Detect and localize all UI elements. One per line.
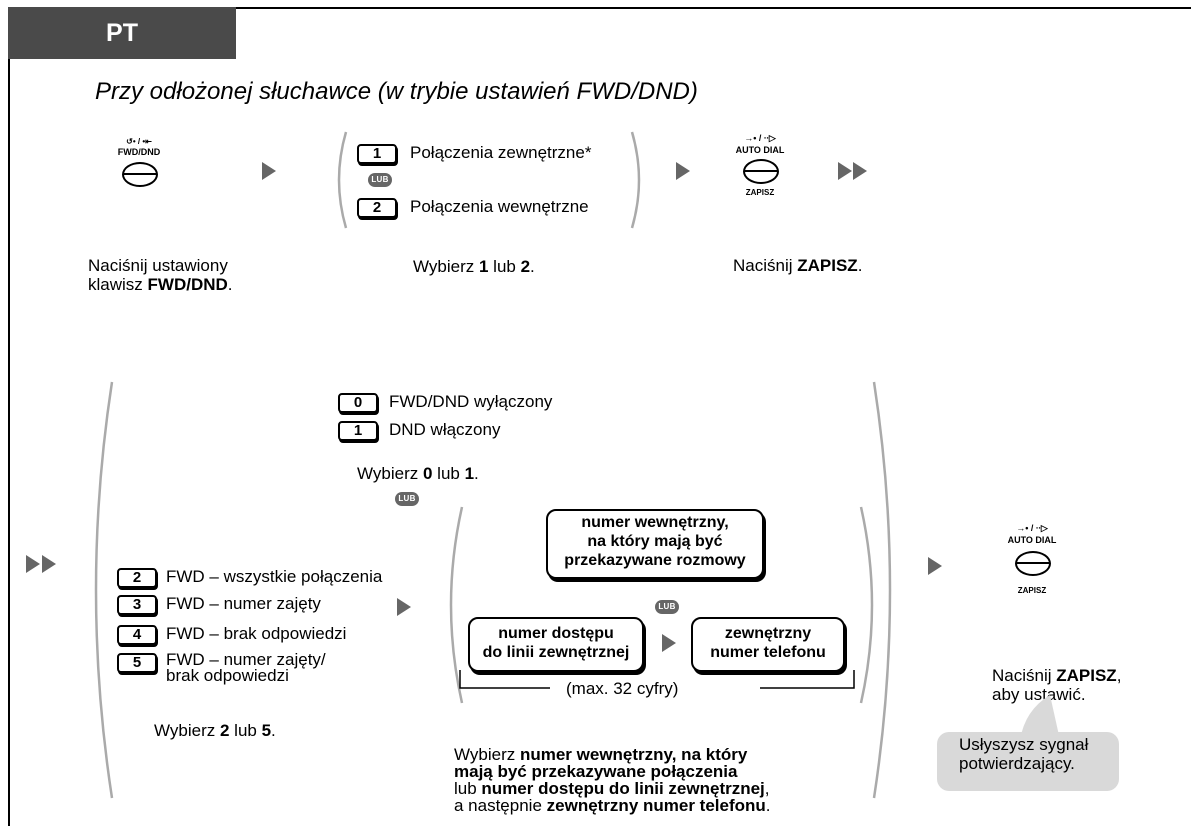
arrow-right-icon: [676, 162, 690, 180]
arrow-right-icon: [853, 162, 867, 180]
fwd-caption: Naciśnij ustawiony klawisz FWD/DND.: [88, 256, 233, 294]
frame-top-border: [8, 7, 1191, 9]
inner-right-parenthesis: [859, 506, 874, 704]
key-3[interactable]: 3: [117, 595, 157, 615]
option-fwd-all: FWD – wszystkie połączenia: [166, 567, 383, 586]
arrow-right-icon: [662, 634, 676, 652]
fwd-caption: Wybierz 2 lub 5.: [154, 721, 276, 740]
arrow-right-icon: [928, 557, 942, 575]
option-dnd-on: DND włączony: [389, 420, 501, 439]
right-parenthesis: [630, 131, 641, 229]
pt-tab: PT: [8, 7, 236, 59]
key-1[interactable]: 1: [338, 421, 378, 441]
big-left-parenthesis: [94, 381, 114, 799]
round-key-icon: [743, 159, 779, 184]
auto-dial-label: AUTO DIAL: [1007, 535, 1057, 545]
max-digits-bracket: [459, 670, 855, 689]
press-caption: Naciśnij ZAPISZ.: [733, 256, 863, 275]
frame-left-border: [8, 7, 10, 826]
round-key-icon: [122, 162, 158, 187]
option-fwd-busy: FWD – numer zajęty: [166, 594, 321, 613]
key-2[interactable]: 2: [357, 198, 397, 218]
select-caption: Wybierz 1 lub 2.: [413, 257, 535, 276]
zapisz-label: ZAPISZ: [745, 188, 775, 197]
zapisz-label: ZAPISZ: [1017, 586, 1047, 595]
option-fwd-busy-no-answer: FWD – numer zajęty/ brak odpowiedzi: [166, 650, 326, 685]
fwd-dnd-button-label: FWD/DND: [117, 147, 161, 157]
arrow-right-icon: [397, 598, 411, 616]
auto-dial-button[interactable]: →• / ∙∙▷ AUTO DIAL ZAPISZ: [1000, 523, 1080, 598]
key-4[interactable]: 4: [117, 625, 157, 645]
option-external-label: Połączenia zewnętrzne*: [410, 143, 592, 162]
fwd-dnd-icon: ↺• / •⇤: [126, 137, 152, 146]
key-0[interactable]: 0: [338, 393, 378, 413]
inner-left-parenthesis: [449, 506, 464, 704]
key-5[interactable]: 5: [117, 653, 157, 673]
max-digits-label: (max. 32 cyfry): [566, 679, 679, 698]
page-title: Przy odłożonej słuchawce (w trybie ustaw…: [95, 78, 698, 105]
lub-badge: LUB: [395, 492, 419, 506]
confirmation-tone-bubble: Usłyszysz sygnał potwierdzający.: [937, 732, 1119, 791]
lub-badge: LUB: [368, 173, 392, 187]
option-internal-label: Połączenia wewnętrzne: [410, 197, 589, 216]
external-number-box: zewnętrzny numer telefonu: [691, 617, 845, 672]
destination-caption: Wybierz numer wewnętrzny, na który mają …: [454, 745, 771, 815]
option-fwd-no-answer: FWD – brak odpowiedzi: [166, 624, 347, 643]
auto-dial-icon: →• / ∙∙▷: [1016, 523, 1048, 533]
speech-bubble-tail: [1020, 695, 1060, 740]
lub-badge: LUB: [655, 600, 679, 614]
auto-dial-label: AUTO DIAL: [735, 145, 785, 155]
auto-dial-icon: →• / ∙∙▷: [744, 133, 776, 143]
key-1[interactable]: 1: [357, 144, 397, 164]
dnd-caption: Wybierz 0 lub 1.: [357, 464, 479, 483]
fwd-dnd-button[interactable]: ↺• / •⇤ FWD/DND: [113, 137, 173, 197]
left-parenthesis: [337, 131, 348, 229]
auto-dial-button[interactable]: →• / ∙∙▷ AUTO DIAL ZAPISZ: [728, 133, 808, 203]
internal-number-box: numer wewnętrzny, na który mają być prze…: [546, 509, 764, 579]
arrow-right-icon: [838, 162, 852, 180]
arrow-right-icon: [26, 555, 40, 573]
access-number-box: numer dostępu do linii zewnętrznej: [468, 617, 644, 672]
final-caption: Naciśnij ZAPISZ, aby ustawić.: [992, 666, 1122, 704]
round-key-icon: [1015, 551, 1051, 576]
option-fwd-dnd-off: FWD/DND wyłączony: [389, 392, 553, 411]
key-2[interactable]: 2: [117, 568, 157, 588]
big-right-parenthesis: [872, 381, 892, 799]
arrow-right-icon: [262, 162, 276, 180]
arrow-right-icon: [42, 555, 56, 573]
